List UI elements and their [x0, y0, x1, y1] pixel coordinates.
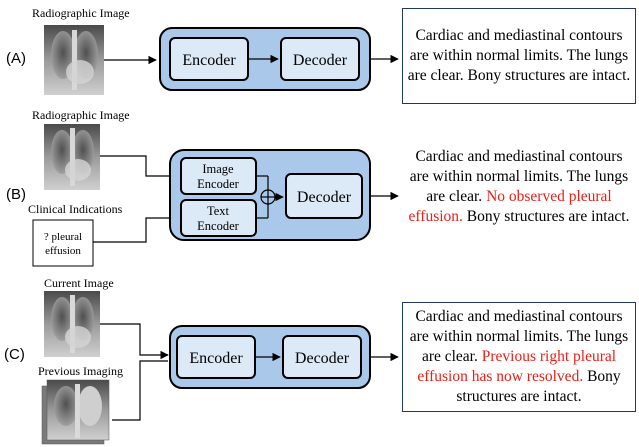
report-a-seg-0: Cardiac and mediastinal contours are wit…	[407, 27, 631, 84]
output-report-a-text: Cardiac and mediastinal contours are wit…	[407, 26, 631, 86]
clinical-indications-label: Clinical Indications	[28, 202, 123, 216]
xray-image-previous-stack	[41, 379, 110, 445]
concat-symbol	[260, 189, 276, 205]
decoder-c	[282, 335, 362, 379]
report-b-seg-0: Cardiac and mediastinal contours are wit…	[409, 148, 629, 205]
output-report-b-text: Cardiac and mediastinal contours are wit…	[406, 147, 632, 227]
indications-text-line1: ? pleural	[44, 231, 82, 243]
panel-label-a: (A)	[6, 50, 26, 67]
decoder-a-label: Decoder	[293, 52, 348, 69]
decoder-a	[280, 37, 360, 81]
text-encoder-label-2: Encoder	[197, 219, 239, 233]
panel-label-b: (B)	[6, 186, 26, 203]
image-encoder-label-2: Encoder	[197, 177, 239, 191]
encoder-c-label: Encoder	[189, 350, 243, 367]
encoder-a-label: Encoder	[182, 52, 236, 69]
xray-image-current	[44, 291, 100, 357]
clinical-indications-box	[32, 219, 94, 267]
panel-label-c: (C)	[4, 346, 25, 363]
text-encoder-label-1: Text	[207, 204, 230, 218]
report-c-seg-2: Bony structures are intact.	[456, 368, 621, 405]
output-report-b: Cardiac and mediastinal contours are wit…	[402, 134, 636, 240]
radiographic-image-label-b: Radiographic Image	[32, 108, 130, 122]
report-b-seg-2: Bony structures are intact.	[462, 208, 630, 225]
decoder-b-label: Decoder	[297, 189, 352, 206]
xray-image-a	[44, 25, 104, 95]
previous-imaging-label: Previous Imaging	[38, 364, 123, 378]
output-report-a: Cardiac and mediastinal contours are wit…	[402, 8, 636, 104]
report-c-seg-0: Cardiac and mediastinal contours are wit…	[409, 308, 629, 365]
indications-text-line2: effusion	[45, 245, 81, 257]
output-report-c: Cardiac and mediastinal contours are wit…	[402, 302, 636, 412]
decoder-c-label: Decoder	[295, 350, 350, 367]
report-b-highlight: No observed pleural effusion.	[408, 188, 612, 225]
xray-image-b	[44, 124, 100, 190]
image-encoder-label-1: Image	[202, 162, 234, 176]
radiographic-image-label-a: Radiographic Image	[32, 6, 130, 20]
report-c-highlight: Previous right pleural effusion has now …	[417, 348, 617, 385]
current-image-label: Current Image	[44, 276, 114, 290]
decoder-b	[285, 173, 363, 219]
output-report-c-text: Cardiac and mediastinal contours are wit…	[407, 307, 631, 407]
